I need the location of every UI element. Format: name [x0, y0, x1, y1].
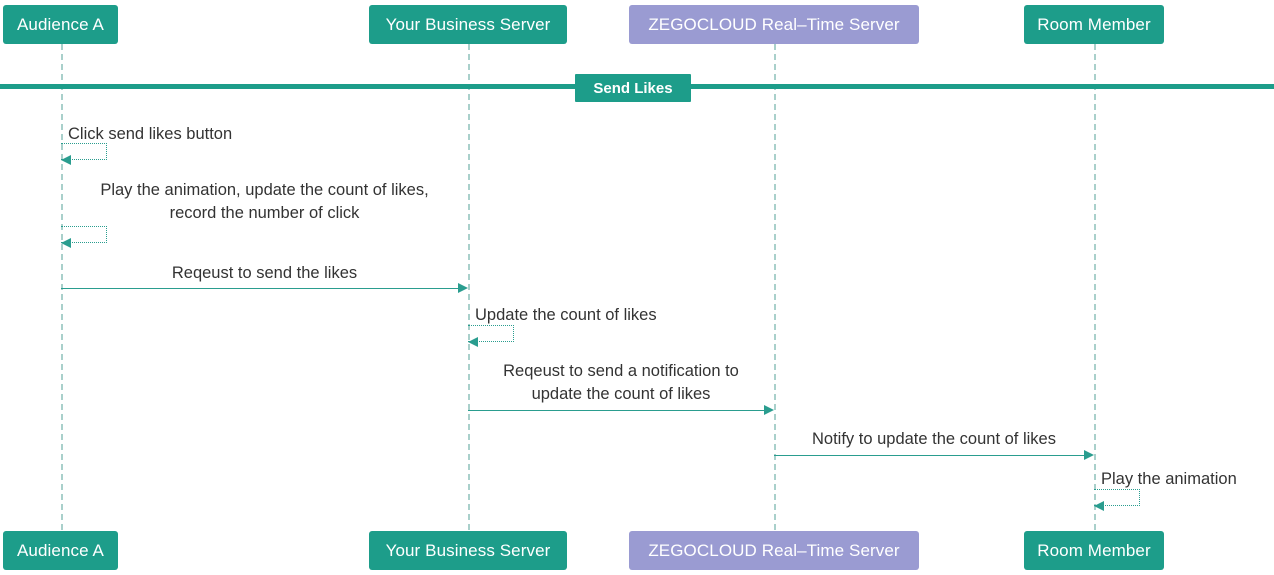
message-line-2: update the count of likes: [531, 385, 711, 403]
lifeline-member: [1094, 44, 1096, 530]
selfloop-arrowhead-click-send-likes: [61, 155, 71, 165]
selfloop-arrowhead-update-count-of-likes: [468, 337, 478, 347]
message-line-1: Reqeust to send a notification to: [503, 362, 739, 380]
selfloop-arrow-play-the-animation: [1094, 489, 1140, 506]
message-label-play-the-animation: Play the animation: [1101, 470, 1237, 488]
message-label-click-send-likes: Click send likes button: [68, 125, 233, 143]
message-label-play-animation-update: Play the animation, update the count of …: [61, 179, 468, 225]
message-label-request-notification: Reqeust to send a notification to update…: [468, 360, 774, 406]
selfloop-arrowhead-play-animation-update: [61, 238, 71, 248]
message-arrowhead-request-notification: [764, 405, 774, 415]
participant-footer-zegocloud[interactable]: ZEGOCLOUD Real–Time Server: [629, 531, 919, 570]
message-line-1: Play the animation, update the count of …: [100, 181, 429, 199]
message-label-update-count-of-likes: Update the count of likes: [475, 306, 657, 324]
message-line-2: record the number of click: [169, 204, 360, 222]
message-arrow-request-send-likes: [61, 288, 460, 289]
participant-footer-member[interactable]: Room Member: [1024, 531, 1164, 570]
participant-header-audience[interactable]: Audience A: [3, 5, 118, 44]
participant-header-business[interactable]: Your Business Server: [369, 5, 567, 44]
selfloop-arrow-update-count-of-likes: [468, 325, 514, 342]
participant-header-member[interactable]: Room Member: [1024, 5, 1164, 44]
section-label-send-likes: Send Likes: [575, 74, 691, 102]
participant-footer-business[interactable]: Your Business Server: [369, 531, 567, 570]
lifeline-audience: [61, 44, 63, 530]
participant-header-zegocloud[interactable]: ZEGOCLOUD Real–Time Server: [629, 5, 919, 44]
lifeline-business: [468, 44, 470, 530]
message-label-request-send-likes: Reqeust to send the likes: [171, 264, 358, 282]
selfloop-arrowhead-play-the-animation: [1094, 501, 1104, 511]
lifeline-zegocloud: [774, 44, 776, 530]
participant-footer-audience[interactable]: Audience A: [3, 531, 118, 570]
message-arrowhead-request-send-likes: [458, 283, 468, 293]
message-arrow-notify-update-count: [774, 455, 1085, 456]
selfloop-arrow-click-send-likes: [61, 143, 107, 160]
message-arrowhead-notify-update-count: [1084, 450, 1094, 460]
selfloop-arrow-play-animation-update: [61, 226, 107, 243]
message-arrow-request-notification: [468, 410, 765, 411]
message-label-notify-update-count: Notify to update the count of likes: [812, 430, 1056, 448]
